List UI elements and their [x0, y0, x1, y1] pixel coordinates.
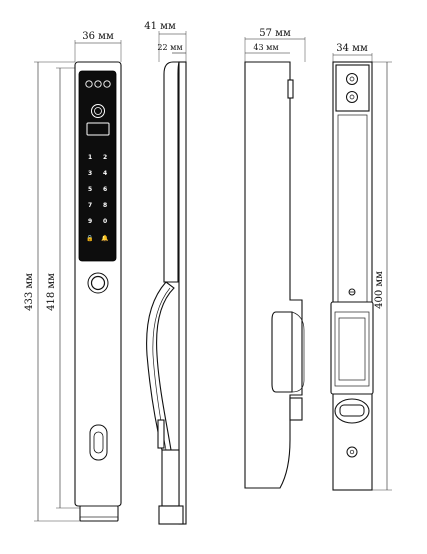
- side-depth-label: 41 мм: [144, 21, 176, 32]
- side-back-plate: [178, 61, 187, 525]
- rear-battery-2-inner: [349, 94, 355, 100]
- rear-handle-inner: [334, 311, 370, 387]
- key-slot: [89, 424, 108, 461]
- profile-depth-label: 57 мм: [259, 28, 291, 39]
- lock-key-icon: 🔒: [86, 234, 93, 242]
- key-3: 3: [88, 170, 92, 177]
- side-view: 41 мм 22 мм: [144, 21, 187, 525]
- key-7: 7: [88, 202, 92, 209]
- profile-body: [244, 61, 303, 489]
- key-2: 2: [103, 154, 107, 161]
- rear-battery-1-inner: [349, 76, 355, 82]
- rear-battery-1-icon: [346, 73, 358, 85]
- rear-screw-top-icon: [348, 288, 356, 296]
- key-0: 0: [103, 218, 107, 225]
- key-1: 1: [88, 154, 92, 161]
- side-lower-housing: [161, 449, 180, 507]
- rear-height-label: 400 мм: [374, 271, 385, 309]
- sensor-window-icon: [86, 122, 110, 136]
- key-9: 9: [88, 218, 92, 225]
- key-slot-inner: [93, 431, 104, 454]
- profile-spindle: [289, 397, 303, 421]
- front-bottom-inner: [79, 505, 119, 518]
- total-height-label: 433 мм: [24, 273, 35, 311]
- rear-battery-box: [335, 64, 370, 112]
- side-housing: [163, 61, 180, 283]
- rear-battery-2-icon: [346, 91, 358, 103]
- side-bottom-cap: [158, 505, 184, 525]
- front-bottom-cap: [79, 505, 119, 522]
- key-8: 8: [103, 202, 107, 209]
- rear-thumbturn-knob: [339, 404, 365, 417]
- panel-height-label: 418 мм: [46, 273, 57, 311]
- camera-lens-icon: [94, 107, 102, 115]
- fingerprint-icon: [90, 275, 106, 291]
- key-5: 5: [88, 186, 92, 193]
- front-width-label: 36 мм: [82, 31, 114, 42]
- led-3-icon: [103, 80, 111, 88]
- led-2-icon: [94, 80, 102, 88]
- profile-inner-label: 43 мм: [253, 43, 278, 52]
- key-4: 4: [103, 170, 107, 177]
- profile-view: 57 мм 43 мм: [244, 28, 306, 489]
- rear-screw-hole-icon: [346, 446, 358, 458]
- camera-icon: [91, 104, 105, 118]
- rear-view: 34 мм 400 мм: [330, 43, 392, 491]
- led-1-icon: [85, 80, 93, 88]
- key-6: 6: [103, 186, 107, 193]
- front-view: 36 мм 433 мм 418 мм 1 2 3 4 5 6 7 8 9: [24, 31, 122, 522]
- rear-handle-core: [338, 317, 366, 381]
- profile-handle-back: [291, 311, 305, 393]
- rear-body: [332, 61, 373, 491]
- rear-handle-bracket: [330, 301, 374, 395]
- rear-width-label: 34 мм: [336, 43, 368, 54]
- side-inner-label: 22 мм: [157, 43, 182, 52]
- keypad-panel: [78, 70, 117, 262]
- bell-key-icon: 🔔: [101, 234, 109, 242]
- side-knob: [157, 419, 165, 449]
- profile-button: [287, 79, 294, 99]
- rear-screw-hole-inner: [349, 449, 355, 455]
- profile-handle: [271, 311, 293, 393]
